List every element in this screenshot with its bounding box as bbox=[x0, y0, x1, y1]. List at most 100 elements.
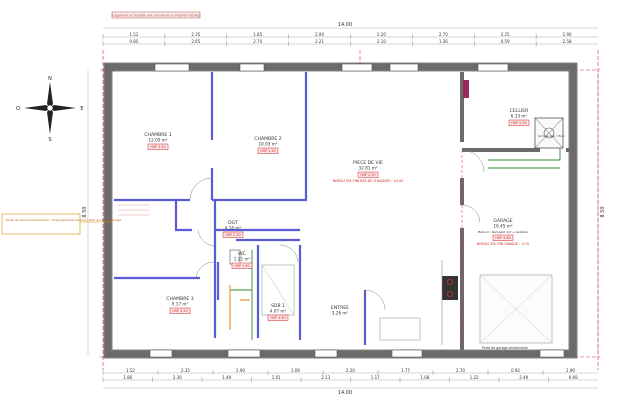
left-note-box bbox=[1, 213, 81, 235]
dim-label: 1.90 bbox=[566, 368, 575, 373]
dim-label: 1.08 bbox=[420, 375, 429, 380]
top-windows bbox=[154, 63, 509, 72]
left-note: Porte de service Dimensions / Aménagemen… bbox=[6, 218, 121, 222]
room-area: 1.21 m² bbox=[234, 257, 251, 262]
dim-label: 0.59 bbox=[501, 39, 510, 44]
dim-label: 1.22 bbox=[470, 375, 479, 380]
dim-label: 2.35 bbox=[191, 32, 200, 37]
room-name: ENTREE bbox=[331, 305, 349, 311]
dim-label: 1.49 bbox=[222, 375, 231, 380]
overall-height-right: 8.50 bbox=[600, 206, 606, 217]
bottom-windows bbox=[149, 349, 565, 358]
room-sdb-1: SDB 14.07 m² HSP 2.50 bbox=[267, 303, 289, 321]
door-swings bbox=[189, 149, 485, 311]
compass: N S O E bbox=[16, 76, 84, 143]
room-tag: HSP 2.50 bbox=[150, 145, 165, 149]
hob bbox=[442, 276, 458, 300]
dim-label: 2.35 bbox=[181, 368, 190, 373]
room-note: NIVEAU SOL FINI REZ DE CHAUSSEE : ±0.00 bbox=[333, 179, 403, 183]
dim-label: 1.01 bbox=[272, 375, 281, 380]
room-area: 16.45 m² bbox=[493, 224, 512, 229]
room-name: WC bbox=[238, 251, 246, 257]
room-area: 12.05 m² bbox=[148, 138, 167, 143]
room-chambre-1: CHAMBRE 112.05 m² HSP 2.50 bbox=[144, 132, 172, 150]
room-tag: HSP 2.50 bbox=[172, 309, 187, 313]
overall-width-label: 14.00 bbox=[338, 22, 352, 28]
room-area: 4.10 m² bbox=[225, 226, 242, 231]
dim-label: 2.58 bbox=[563, 39, 572, 44]
room-name: CHAMBRE 2 bbox=[254, 136, 281, 142]
dim-label: 0.92 bbox=[511, 368, 520, 373]
dim-label: 1.77 bbox=[401, 368, 410, 373]
dim-label: 2.13 bbox=[321, 375, 330, 380]
room-tag: HSP 2.80 bbox=[495, 236, 510, 240]
dim-label: 0.69 bbox=[569, 375, 578, 380]
compass-e: E bbox=[80, 106, 83, 112]
compass-n: N bbox=[48, 76, 52, 82]
room-area: 4.07 m² bbox=[270, 309, 287, 314]
overall-width-label-bottom: 14.00 bbox=[338, 390, 352, 396]
dim-label: 1.17 bbox=[371, 375, 380, 380]
header-note: Logement accessible aux personnes à mobi… bbox=[112, 14, 199, 18]
header-note-box bbox=[111, 11, 201, 19]
dim-label: 2.20 bbox=[377, 32, 386, 37]
dim-label: 0.85 bbox=[129, 39, 138, 44]
dim-label: 2.49 bbox=[519, 375, 528, 380]
room-note2: Plafond : Rampant 1/2 + Isolation bbox=[478, 230, 529, 234]
room-area: 6.33 m² bbox=[511, 114, 528, 119]
room-wc: WC1.21 m² HSP 2.50 bbox=[231, 251, 253, 269]
top-dims-inner: 0.85 2.65 2.70 2.21 2.10 1.36 0.59 2.58 bbox=[102, 39, 572, 46]
dim-label: 1.09 bbox=[291, 368, 300, 373]
dim-label: 1.90 bbox=[563, 32, 572, 37]
room-area: 3.26 m² bbox=[332, 311, 349, 316]
dim-label: 1.36 bbox=[439, 39, 448, 44]
exterior-wall-inner bbox=[111, 70, 570, 351]
exterior-wall bbox=[104, 63, 577, 358]
dim-label: 2.70 bbox=[253, 39, 262, 44]
room-area: 10.03 m² bbox=[258, 142, 277, 147]
room-tag: HSP 2.50 bbox=[225, 233, 240, 237]
room-tag: HSP 2.50 bbox=[260, 149, 275, 153]
dim-label: 2.70 bbox=[456, 368, 465, 373]
room-name: GARAGE bbox=[493, 218, 512, 224]
overall-height-left: 8.50 bbox=[82, 206, 88, 217]
room-chambre-2: CHAMBRE 210.03 m² HSP 2.50 bbox=[254, 136, 282, 154]
room-name: CHAMBRE 3 bbox=[166, 296, 193, 302]
partitions bbox=[114, 72, 367, 345]
cellier-note: Arrivée eau / Eval bbox=[538, 134, 565, 138]
dim-label: 2.70 bbox=[439, 32, 448, 37]
dim-label: 1.85 bbox=[253, 32, 262, 37]
room-note: NIVEAU SOL FINI GARAGE : -0.15 bbox=[477, 242, 529, 246]
dim-label: 2.25 bbox=[501, 32, 510, 37]
room-name: CHAMBRE 1 bbox=[144, 132, 171, 138]
garage-door-note: Porte de garage sectionnelle bbox=[482, 346, 528, 350]
dim-label: 2.90 bbox=[236, 368, 245, 373]
room-name: CELLIER bbox=[510, 108, 529, 114]
room-name: PIECE DE VIE bbox=[353, 160, 383, 166]
room-name: SDB 1 bbox=[271, 303, 285, 309]
dim-label: 1.52 bbox=[129, 32, 138, 37]
heating-lines bbox=[229, 285, 250, 330]
room-area: 32.81 m² bbox=[358, 166, 377, 171]
hatching bbox=[118, 204, 150, 216]
room-tag: HSP 2.50 bbox=[511, 121, 526, 125]
room-tag: HSP 2.50 bbox=[270, 316, 285, 320]
boiler bbox=[463, 80, 469, 98]
exterior-wall-outer bbox=[103, 62, 578, 359]
room-tag: HSP 2.50 bbox=[234, 264, 249, 268]
dim-label: 1.86 bbox=[123, 375, 132, 380]
dim-label: 2.10 bbox=[377, 39, 386, 44]
compass-w: O bbox=[16, 106, 20, 112]
dim-label: 2.65 bbox=[191, 39, 200, 44]
dim-label: 2.30 bbox=[173, 375, 182, 380]
dim-label: 2.21 bbox=[315, 39, 324, 44]
